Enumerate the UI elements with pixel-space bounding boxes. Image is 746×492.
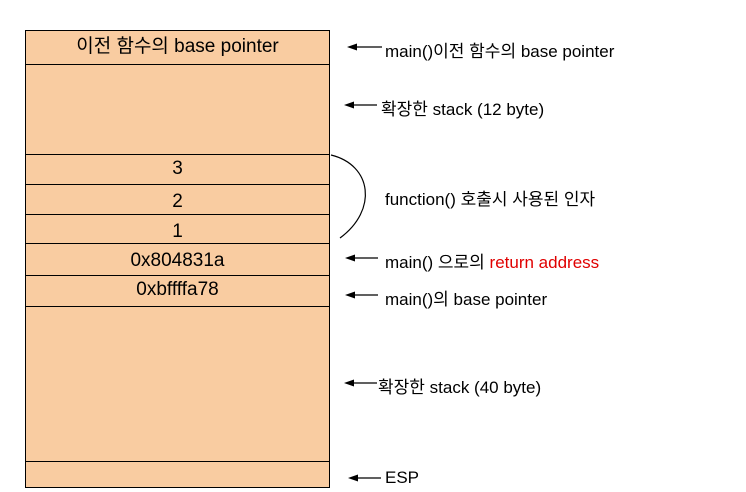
arrow-icon (345, 254, 378, 262)
arg1-label: 1 (172, 221, 183, 242)
arrow-icon (348, 474, 381, 482)
return-highlight: return address (489, 253, 600, 272)
arg1-cell: 1 (26, 214, 329, 243)
stack-frame-diagram: 이전 함수의 base pointer 3 2 1 0x804831a 0xbf… (25, 30, 330, 488)
arg3-cell: 3 (26, 154, 329, 184)
arg2-cell: 2 (26, 184, 329, 214)
prev-base-pointer-cell: 이전 함수의 base pointer (26, 31, 329, 64)
arrow-icon (347, 43, 382, 51)
arrow-icon (344, 101, 377, 109)
arrow-icon (345, 291, 378, 299)
arg2-label: 2 (172, 191, 183, 212)
annotation-main-prev-base-pointer: main()이전 함수의 base pointer (385, 42, 615, 61)
return-address-label: 0x804831a (130, 250, 225, 271)
arg3-label: 3 (172, 158, 183, 179)
annotation-main-base-pointer: main()의 base pointer (385, 290, 548, 309)
expanded-stack-40-region (26, 306, 329, 461)
esp-cell (26, 461, 329, 489)
annotation-function-args: function() 호출시 사용된 인자 (385, 190, 596, 209)
prev-base-pointer-label: 이전 함수의 base pointer (76, 36, 279, 57)
annotation-esp: ESP (385, 468, 420, 487)
argument-brace (330, 154, 366, 239)
annotation-expanded-stack-12: 확장한 stack (12 byte) (381, 100, 545, 119)
annotation-expanded-stack-40: 확장한 stack (40 byte) (378, 378, 542, 397)
saved-base-pointer-label: 0xbffffa78 (136, 279, 219, 300)
arrow-icon (344, 379, 377, 387)
annotation-return-address: main() 으로의 return address (385, 248, 599, 273)
saved-base-pointer-cell: 0xbffffa78 (26, 275, 329, 306)
return-address-cell: 0x804831a (26, 243, 329, 275)
return-prefix: main() 으로의 (385, 253, 490, 272)
expanded-stack-12-region (26, 64, 329, 154)
